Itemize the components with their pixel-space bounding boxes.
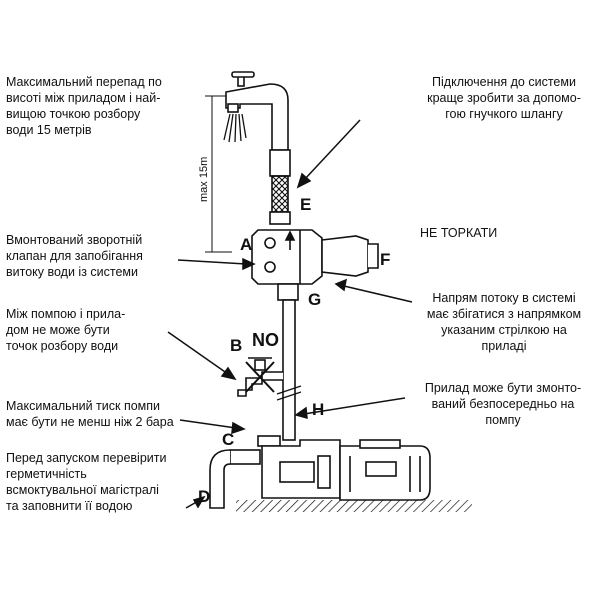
label-g: G (308, 290, 322, 309)
label-a: A (240, 235, 253, 254)
cross-icon (245, 361, 275, 393)
ground (236, 500, 472, 512)
prohibited-tap (237, 357, 283, 397)
note-flexible-hose: Підключення до системи краще зробити за … (427, 75, 581, 121)
water-spray-icon (223, 113, 247, 143)
vertical-pipe (282, 299, 296, 441)
label-h: H (312, 400, 325, 419)
note-do-not-touch: НЕ ТОРКАТИ (420, 226, 498, 240)
label-b: B (230, 336, 243, 355)
pressure-control-device (251, 229, 379, 285)
pipe-break (276, 385, 302, 401)
note-check-valve: Вмонтований зворотній клапан для запобіг… (6, 233, 143, 279)
note-max-height: Максимальний перепад по висоті між прила… (6, 75, 162, 137)
flexible-hose (271, 175, 289, 213)
note-flow-direction: Напрям потоку в системі має збігатися з … (426, 291, 582, 353)
no-label: NO (252, 330, 279, 350)
label-f: F (380, 250, 391, 269)
note-pump-pressure: Максимальний тиск помпи має бути не менш… (6, 399, 174, 429)
top-fitting (269, 149, 291, 177)
hose-nut (269, 211, 291, 225)
label-e: E (300, 195, 312, 214)
faucet (225, 71, 289, 151)
label-c: C (222, 430, 235, 449)
note-direct-mount: Прилад може бути змонто- ваний безпосере… (424, 381, 582, 427)
note-no-draw-points: Між помпою і прила- дом не може бути точ… (6, 307, 126, 353)
height-dimension-label: max 15m (198, 156, 210, 202)
pump (209, 435, 431, 509)
leader-arrows (167, 119, 413, 509)
note-before-start: Перед запуском перевірити герметичність … (6, 451, 167, 513)
label-d: D (198, 487, 211, 506)
bottom-fitting (277, 283, 299, 301)
